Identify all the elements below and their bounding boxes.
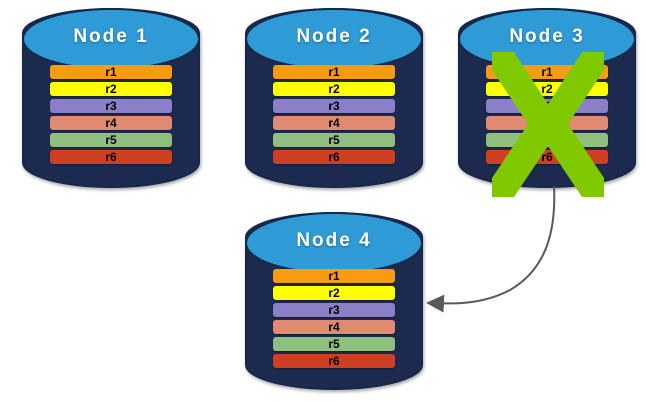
node-1-row-r5: r5 xyxy=(50,133,172,147)
node-4-row-r3: r3 xyxy=(273,303,395,317)
node-3-row-r2: r2 xyxy=(486,82,608,96)
node-3-row-r3: r3 xyxy=(486,99,608,113)
node-4-row-r1: r1 xyxy=(273,269,395,283)
node-1-row-r1: r1 xyxy=(50,65,172,79)
node-2-row-r3: r3 xyxy=(273,99,395,113)
node-4-cylinder-top xyxy=(245,212,423,274)
node-3-row-r5: r5 xyxy=(486,133,608,147)
node-1-row-r6: r6 xyxy=(50,150,172,164)
node-1-rows: r1 r2 r3 r4 r5 r6 xyxy=(22,65,200,167)
node-1-row-r2: r2 xyxy=(50,82,172,96)
node-2-row-r1: r1 xyxy=(273,65,395,79)
node-4-row-r2: r2 xyxy=(273,286,395,300)
node-3-row-r6: r6 xyxy=(486,150,608,164)
node-1-row-r4: r4 xyxy=(50,116,172,130)
node-2-row-r6: r6 xyxy=(273,150,395,164)
node-2-rows: r1 r2 r3 r4 r5 r6 xyxy=(245,65,423,167)
node-3-row-r4: r4 xyxy=(486,116,608,130)
node-2-row-r5: r5 xyxy=(273,133,395,147)
node-1-cylinder-top xyxy=(22,8,200,70)
node-2-row-r2: r2 xyxy=(273,82,395,96)
node-3-cylinder-top xyxy=(458,8,636,70)
node-3-rows: r1 r2 r3 r4 r5 r6 xyxy=(458,65,636,167)
node-2-row-r4: r4 xyxy=(273,116,395,130)
migration-arrow-path xyxy=(426,185,556,313)
node-3-row-r1: r1 xyxy=(486,65,608,79)
node-1-row-r3: r3 xyxy=(50,99,172,113)
node-2-cylinder-top xyxy=(245,8,423,70)
node-4-row-r4: r4 xyxy=(273,320,395,334)
node-4-row-r6: r6 xyxy=(273,354,395,368)
node-4-row-r5: r5 xyxy=(273,337,395,351)
node-4-rows: r1 r2 r3 r4 r5 r6 xyxy=(245,269,423,371)
